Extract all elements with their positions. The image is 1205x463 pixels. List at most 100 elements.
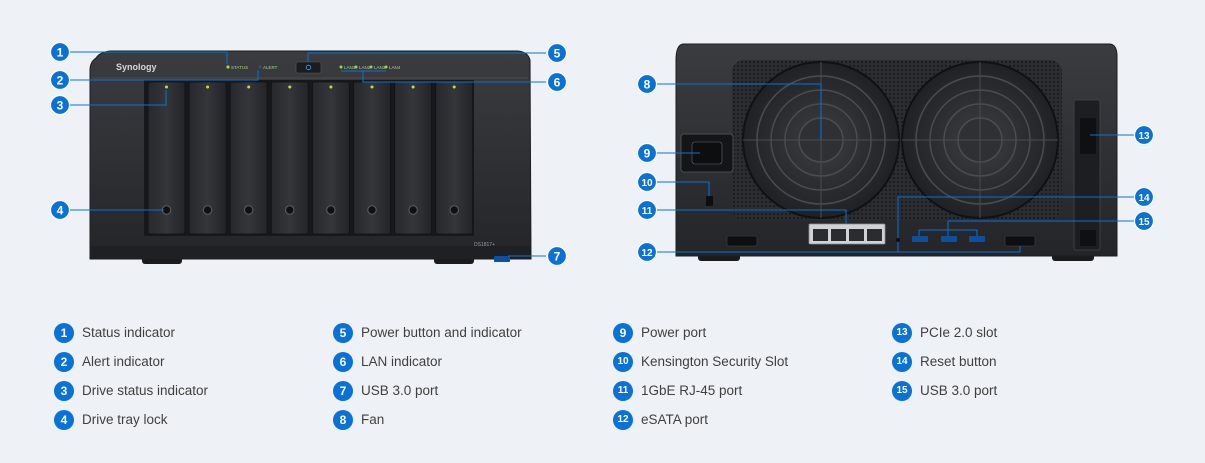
legend-label: eSATA port (641, 412, 709, 427)
rear-usb-port[interactable] (912, 236, 928, 242)
rear-usb-port[interactable] (941, 236, 957, 242)
drive-tray-lock-icon[interactable] (244, 205, 254, 215)
lan-led-label: LAN3 (374, 65, 386, 70)
product-diagram: Synology STATUS ALERT LAN1 LAN2 LAN3 LAN… (49, 41, 1155, 267)
reset-button[interactable] (896, 238, 900, 242)
svg-text:3: 3 (57, 99, 64, 113)
callout-badges: 1 2 3 4 5 6 7 8 9 10 11 12 13 14 15 (49, 41, 1155, 267)
svg-text:14: 14 (1138, 193, 1150, 204)
drive-tray[interactable] (435, 81, 474, 235)
esata-port[interactable] (726, 235, 758, 247)
drive-status-led-icon (247, 85, 251, 89)
svg-text:8: 8 (644, 78, 651, 92)
legend-item-15: 15 USB 3.0 port (892, 376, 1162, 405)
callout-badge-2: 2 (49, 69, 71, 91)
alert-led-label: ALERT (263, 65, 278, 70)
lan-led-label: LAN2 (359, 65, 371, 70)
callout-badge-1: 1 (49, 41, 71, 63)
callout-badge-7: 7 (546, 245, 568, 267)
lan-led-icon (339, 65, 343, 69)
callout-badge-6: 6 (546, 71, 568, 93)
nas-front-view: Synology STATUS ALERT LAN1 LAN2 LAN3 LAN… (89, 50, 532, 264)
callout-badge-8: 8 (636, 73, 658, 95)
drive-status-led-icon (452, 85, 456, 89)
rear-usb-port[interactable] (969, 236, 985, 242)
lan-indicators: LAN1 LAN2 LAN3 LAN4 (339, 65, 401, 70)
legend-item-3: 3 Drive status indicator (54, 376, 324, 405)
legend-number: 14 (892, 351, 912, 372)
drive-status-led-icon (165, 85, 168, 89)
fan-right (901, 61, 1059, 219)
legend-label: Power port (641, 325, 707, 340)
svg-text:1: 1 (57, 46, 64, 60)
drive-tray-lock-icon[interactable] (408, 205, 418, 215)
drive-tray-lock-icon[interactable] (326, 205, 336, 215)
drive-status-led-icon (370, 85, 374, 89)
legend-number: 3 (54, 380, 74, 401)
callout-lines (69, 51, 1134, 257)
drive-tray[interactable] (270, 81, 309, 235)
status-led-icon (226, 65, 230, 69)
esata-port[interactable] (1004, 235, 1036, 247)
drive-tray-lock-icon[interactable] (449, 205, 459, 215)
legend-number: 12 (613, 409, 633, 430)
legend-label: Status indicator (82, 325, 176, 340)
drive-tray-lock-icon[interactable] (202, 205, 213, 215)
legend-label: USB 3.0 port (920, 383, 998, 398)
drive-tray-lock-icon[interactable] (367, 205, 377, 215)
legend-number: 7 (333, 380, 353, 401)
front-usb-port[interactable] (494, 256, 510, 262)
drive-tray[interactable] (353, 81, 391, 235)
legend-item-12: 12 eSATA port (613, 405, 883, 434)
drive-status-led-icon (411, 85, 415, 89)
legend-number: 2 (54, 351, 74, 372)
svg-text:11: 11 (642, 206, 653, 217)
callout-badge-9: 9 (636, 142, 658, 164)
callout-badge-12: 12 (636, 241, 658, 263)
status-led-label: STATUS (231, 65, 248, 70)
callout-badge-5: 5 (546, 42, 568, 64)
brand-logo: Synology (116, 62, 157, 72)
legend-label: 1GbE RJ-45 port (641, 383, 743, 398)
drive-tray[interactable] (188, 81, 227, 235)
callout-badge-13: 13 (1133, 124, 1155, 146)
legend-label: LAN indicator (361, 354, 443, 369)
callout-badge-11: 11 (636, 199, 658, 221)
svg-text:7: 7 (554, 250, 561, 264)
legend-number: 8 (333, 409, 353, 430)
callout-badge-10: 10 (636, 171, 658, 193)
lan-led-label: LAN4 (389, 65, 401, 70)
power-button[interactable] (295, 61, 322, 74)
svg-text:4: 4 (57, 204, 64, 218)
lan-led-icon (369, 65, 373, 69)
callout-badge-3: 3 (49, 94, 71, 116)
drive-tray[interactable] (229, 81, 268, 235)
svg-text:10: 10 (641, 178, 653, 189)
legend-number: 9 (613, 322, 633, 343)
legend-label: Drive status indicator (82, 383, 209, 398)
drive-tray-lock-icon[interactable] (285, 205, 295, 215)
callout-badge-15: 15 (1133, 210, 1155, 232)
drive-tray[interactable] (394, 81, 433, 235)
power-icon (305, 64, 312, 71)
drive-tray[interactable] (311, 81, 350, 235)
legend-item-2: 2 Alert indicator (54, 347, 324, 376)
legend-label: Alert indicator (82, 354, 165, 369)
legend-number: 15 (892, 380, 912, 401)
svg-text:2: 2 (57, 74, 64, 88)
legend-label: PCIe 2.0 slot (920, 325, 998, 340)
drive-tray[interactable] (147, 81, 186, 235)
lan-led-icon (354, 65, 358, 69)
kensington-slot[interactable] (706, 196, 713, 206)
